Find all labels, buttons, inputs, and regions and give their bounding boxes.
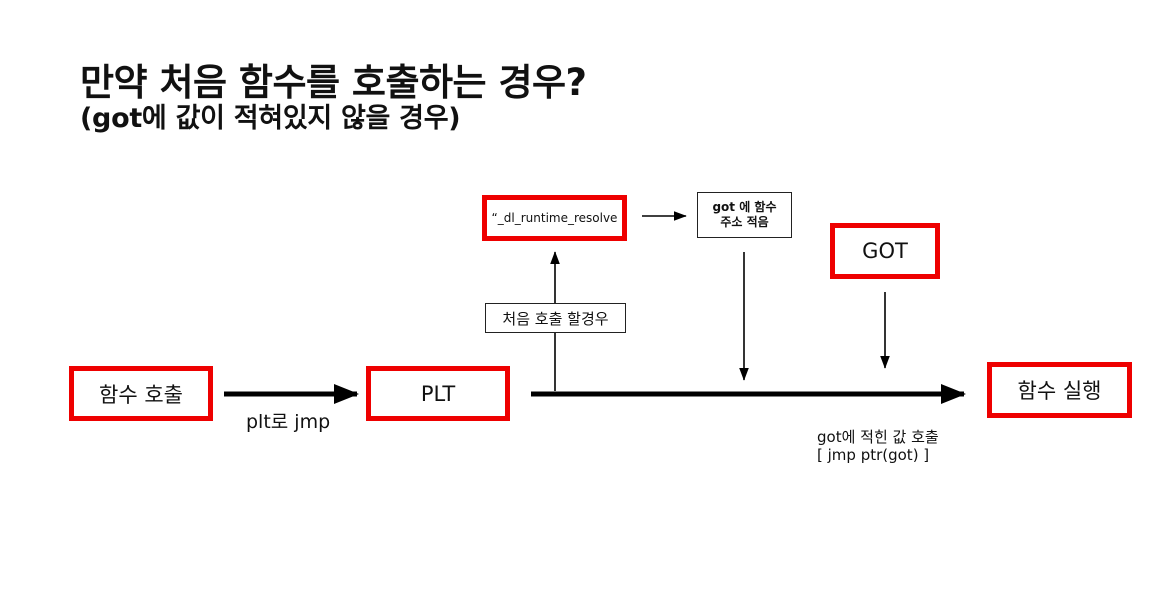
got-write-label: got 에 함수 주소 적음 xyxy=(712,200,777,229)
func-exec-box: 함수 실행 xyxy=(987,362,1132,418)
first-call-label-box: 처음 호출 할경우 xyxy=(485,303,626,333)
plt-label: PLT xyxy=(420,381,456,406)
func-call-box: 함수 호출 xyxy=(69,366,213,421)
dl-runtime-resolve-label: “_dl_runtime_resolve xyxy=(491,211,618,225)
got-write-box: got 에 함수 주소 적음 xyxy=(697,192,792,238)
dl-runtime-resolve-box: “_dl_runtime_resolve xyxy=(482,195,627,241)
got-box: GOT xyxy=(830,223,940,279)
page-title: 만약 처음 함수를 호출하는 경우? xyxy=(80,61,587,104)
func-call-label: 함수 호출 xyxy=(99,382,183,407)
got-label: GOT xyxy=(862,239,908,263)
first-call-label: 처음 호출 할경우 xyxy=(502,309,609,328)
page-subtitle: (got에 값이 적혀있지 않을 경우) xyxy=(80,103,461,134)
plt-box: PLT xyxy=(366,366,510,421)
plt-jmp-label: plt로 jmp xyxy=(246,411,331,433)
got-call-label: got에 적힌 값 호출 xyxy=(817,428,939,446)
func-exec-label: 함수 실행 xyxy=(1017,379,1102,403)
got-call-sublabel: [ jmp ptr(got) ] xyxy=(817,446,930,464)
